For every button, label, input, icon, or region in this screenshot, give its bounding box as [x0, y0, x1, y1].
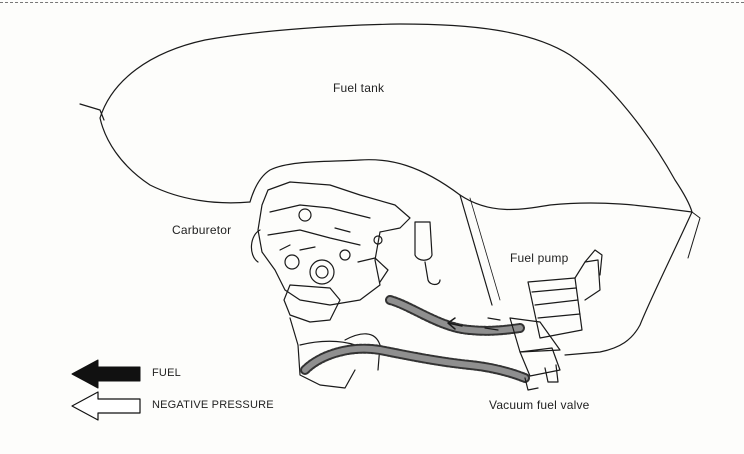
float-bowl: [414, 221, 433, 261]
vacuum-hose: [300, 343, 530, 383]
fuel-legend-arrow: [71, 359, 141, 389]
fuel-tank-label: Fuel tank: [333, 81, 385, 95]
negative-pressure-legend-label: NEGATIVE PRESSURE: [152, 399, 274, 411]
tank-cut-line: [459, 194, 493, 306]
carburetor-body: [250, 181, 411, 306]
vacuum-fuel-valve-label: Vacuum fuel valve: [489, 398, 590, 412]
fuel-legend-label: FUEL: [152, 367, 181, 379]
flow-arrow: [447, 317, 463, 330]
engine-lower-block: [283, 284, 381, 389]
fuel-pump-body: [484, 249, 603, 353]
vacuum-fuel-valve-body: [519, 347, 561, 391]
fuel-pump-label: Fuel pump: [510, 251, 569, 265]
carburetor-label: Carburetor: [172, 223, 232, 237]
fuel-hose: [385, 295, 525, 336]
negative-pressure-legend-arrow: [71, 391, 141, 421]
top-border-line: [0, 2, 744, 3]
fuel-tank-outline: [79, 23, 693, 356]
tank-bottom-edge: [249, 159, 693, 213]
